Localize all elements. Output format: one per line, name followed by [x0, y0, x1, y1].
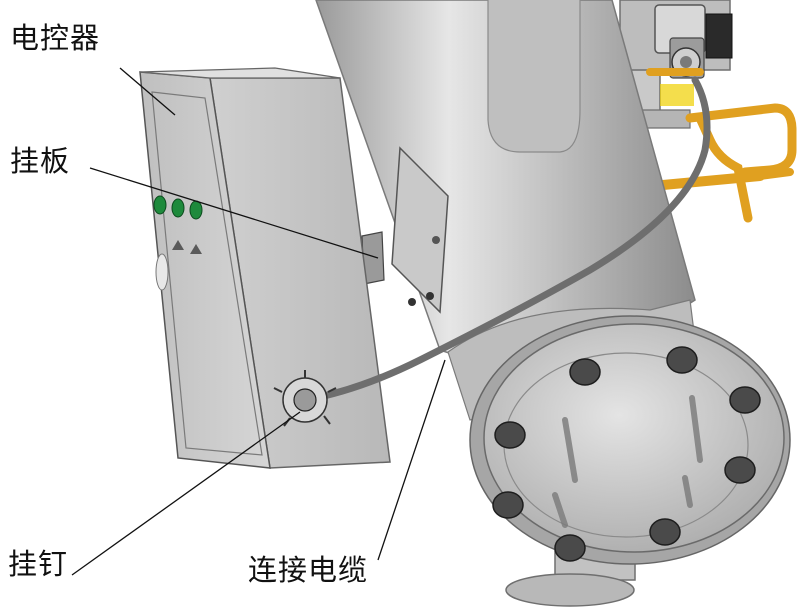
label-hanging-plate: 挂板: [10, 144, 71, 178]
label-controller: 电控器: [10, 21, 101, 55]
flange-bolts: [492, 346, 761, 562]
label-hanging-nail: 挂钉: [8, 547, 69, 581]
leader-lines: [71, 67, 446, 576]
electric-control-cabinet: [139, 67, 391, 469]
indicator-lights: [153, 195, 203, 220]
yellow-gas-tube: [646, 68, 797, 223]
leader-line-nail: [71, 411, 301, 576]
leader-line-cable: [377, 359, 446, 561]
leader-line-plate: [89, 167, 379, 259]
leader-line-controller: [119, 67, 176, 116]
label-connecting-cable: 连接电缆: [248, 553, 369, 587]
control-switches: [172, 240, 202, 254]
connecting-cable: [301, 76, 711, 404]
end-flange: [469, 315, 791, 565]
hanging-plate: [361, 146, 449, 314]
